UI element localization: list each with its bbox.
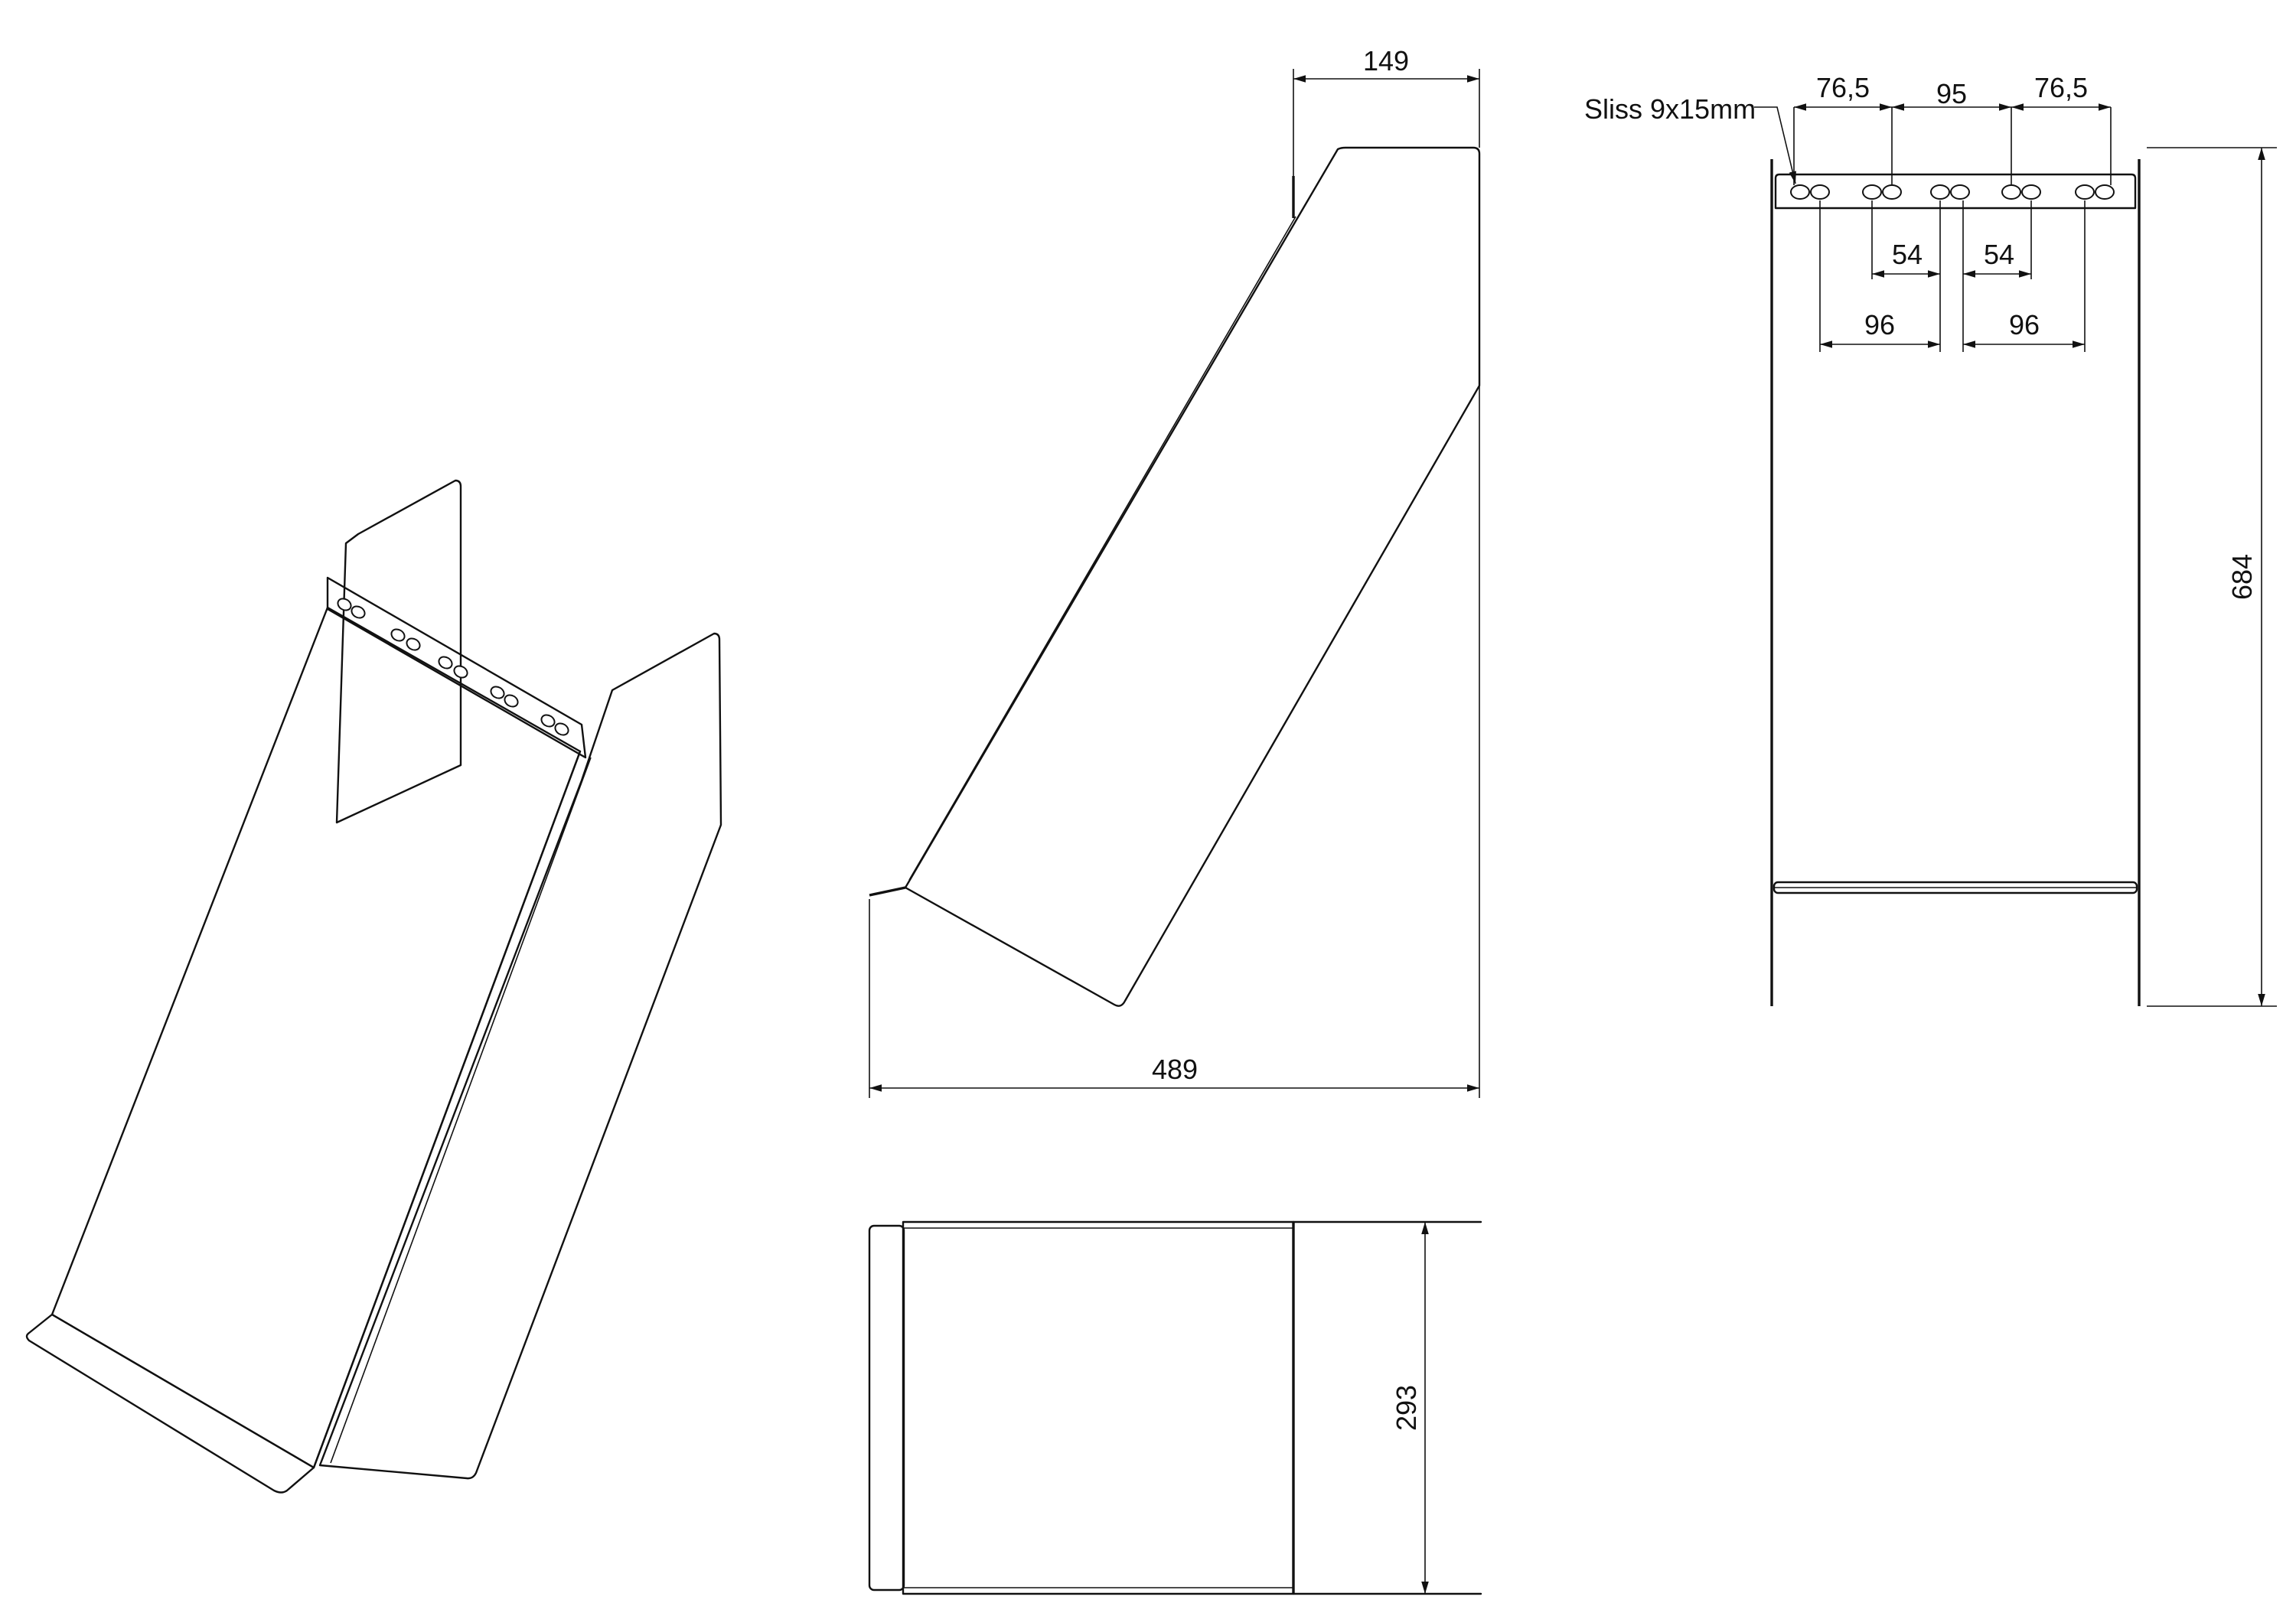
dim-293-label: 293 bbox=[1391, 1385, 1422, 1431]
dim-54-left-label: 54 bbox=[1892, 239, 1923, 270]
side-profile-outer bbox=[904, 146, 1481, 1007]
plan-view: 293 bbox=[868, 1220, 1482, 1595]
iso-back-flange bbox=[335, 479, 462, 824]
dim-76-5-right-label: 76,5 bbox=[2034, 72, 2088, 103]
dim-front-height: 684 bbox=[2147, 147, 2277, 1007]
iso-bottom-lip bbox=[25, 1313, 315, 1494]
isometric-view bbox=[25, 479, 722, 1494]
front-view: 76,5 95 76,5 Sliss 9x15mm 54 54 bbox=[1584, 72, 2277, 1007]
iso-main-panel bbox=[51, 606, 582, 1469]
dim-684-label: 684 bbox=[2226, 554, 2258, 600]
dim-side-depth: 489 bbox=[869, 386, 1480, 1098]
dim-96-right-label: 96 bbox=[2009, 309, 2040, 340]
dim-76-5-left-label: 76,5 bbox=[1816, 72, 1870, 103]
dim-149-label: 149 bbox=[1363, 45, 1409, 77]
side-profile-inner bbox=[908, 216, 1296, 881]
slot-note-label: Sliss 9x15mm bbox=[1584, 93, 1756, 125]
side-view: 149 489 bbox=[869, 45, 1481, 1098]
dim-96-left-label: 96 bbox=[1864, 309, 1895, 340]
dim-front-lower: 96 96 bbox=[1819, 200, 2086, 352]
dim-489-label: 489 bbox=[1152, 1054, 1198, 1085]
dim-front-top-chain: 76,5 95 76,5 bbox=[1793, 72, 2112, 185]
dim-plan-width: 293 bbox=[1391, 1222, 1429, 1594]
dim-side-top-width: 149 bbox=[1293, 45, 1480, 176]
iso-fold-line bbox=[312, 750, 582, 1469]
dim-95-label: 95 bbox=[1936, 78, 1967, 109]
iso-mount-strip bbox=[326, 576, 587, 759]
iso-slots bbox=[337, 598, 569, 736]
plan-lip bbox=[868, 1224, 905, 1592]
side-bottom-lip bbox=[869, 886, 906, 897]
front-top-strip bbox=[1774, 173, 2137, 210]
front-slots bbox=[1790, 184, 2115, 200]
iso-fold-line-2 bbox=[330, 757, 592, 1464]
dim-front-inner: 54 54 bbox=[1871, 200, 2032, 279]
iso-right-flange bbox=[318, 632, 722, 1480]
dim-54-right-label: 54 bbox=[1984, 239, 2014, 270]
slot-note: Sliss 9x15mm bbox=[1584, 93, 1796, 184]
plan-body bbox=[902, 1220, 1295, 1595]
